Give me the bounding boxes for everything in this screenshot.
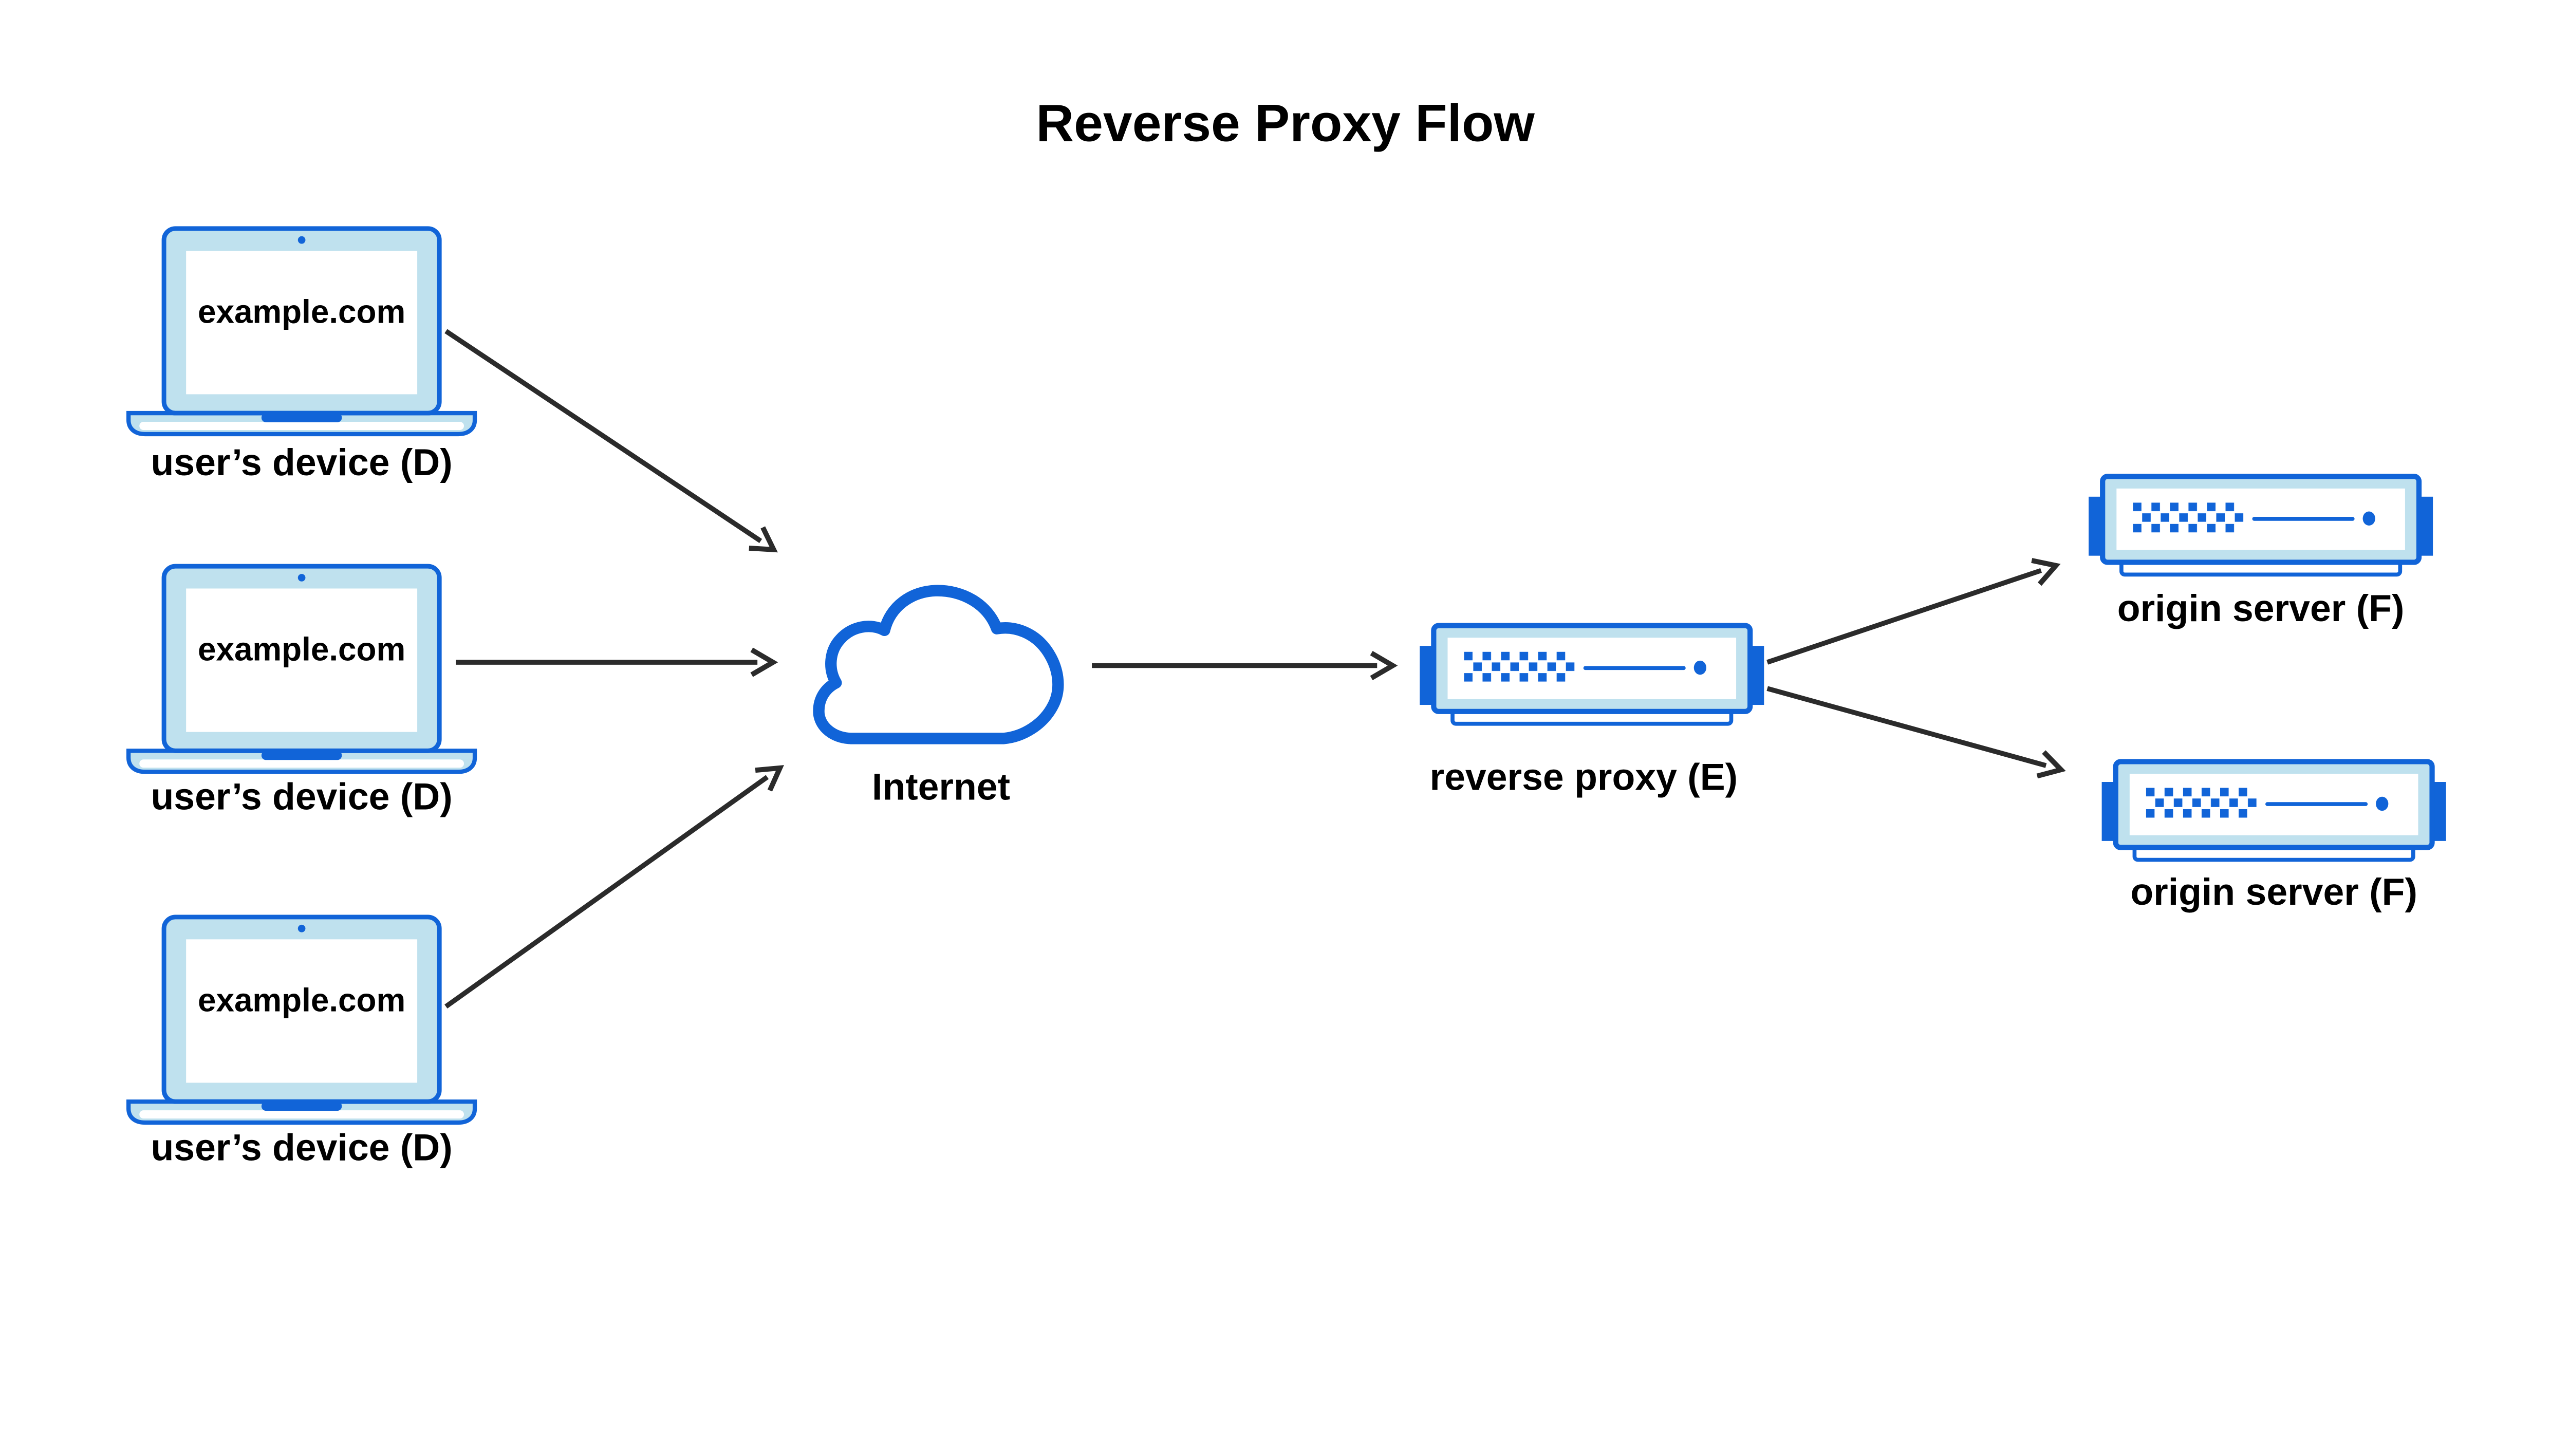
node-user-device-1: example.com user’s device (D) bbox=[128, 229, 475, 483]
arrow-reverse-proxy-to-origin-server-1 bbox=[1766, 558, 2061, 665]
device-caption: user’s device (D) bbox=[151, 441, 452, 483]
cloud-icon bbox=[813, 585, 1064, 744]
device-caption: user’s device (D) bbox=[151, 776, 452, 818]
diagram-canvas: Reverse Proxy Flow example.com user’s de… bbox=[0, 94, 2569, 1169]
node-internet: Internet bbox=[813, 585, 1064, 808]
node-origin-server-2: origin server (F) bbox=[2102, 761, 2446, 913]
arrow-user-device-3-to-internet bbox=[444, 765, 784, 1009]
node-reverse-proxy: reverse proxy (E) bbox=[1420, 626, 1764, 798]
reverse-proxy-caption: reverse proxy (E) bbox=[1430, 756, 1738, 798]
laptop-icon bbox=[128, 917, 475, 1123]
node-user-device-3: example.com user’s device (D) bbox=[128, 917, 475, 1169]
server-icon bbox=[2102, 761, 2446, 860]
device-screen-label: example.com bbox=[198, 293, 405, 330]
reverse-proxy-flow-diagram: Reverse Proxy Flow example.com user’s de… bbox=[0, 94, 2569, 1169]
laptop-icon bbox=[128, 566, 475, 772]
device-caption: user’s device (D) bbox=[151, 1127, 452, 1169]
internet-caption: Internet bbox=[872, 766, 1010, 808]
arrow-user-device-1-to-internet bbox=[444, 329, 778, 553]
server-icon bbox=[1420, 626, 1764, 724]
node-origin-server-1: origin server (F) bbox=[2089, 476, 2433, 629]
laptop-icon bbox=[128, 229, 475, 434]
origin-server-caption: origin server (F) bbox=[2130, 871, 2417, 913]
device-screen-label: example.com bbox=[198, 631, 405, 668]
node-user-device-2: example.com user’s device (D) bbox=[128, 566, 475, 818]
server-icon bbox=[2089, 476, 2433, 574]
page-title: Reverse Proxy Flow bbox=[1036, 94, 1535, 152]
flow-arrows bbox=[444, 329, 2066, 1009]
arrow-reverse-proxy-to-origin-server-2 bbox=[1766, 686, 2066, 779]
device-screen-label: example.com bbox=[198, 981, 405, 1018]
origin-server-caption: origin server (F) bbox=[2117, 587, 2405, 629]
